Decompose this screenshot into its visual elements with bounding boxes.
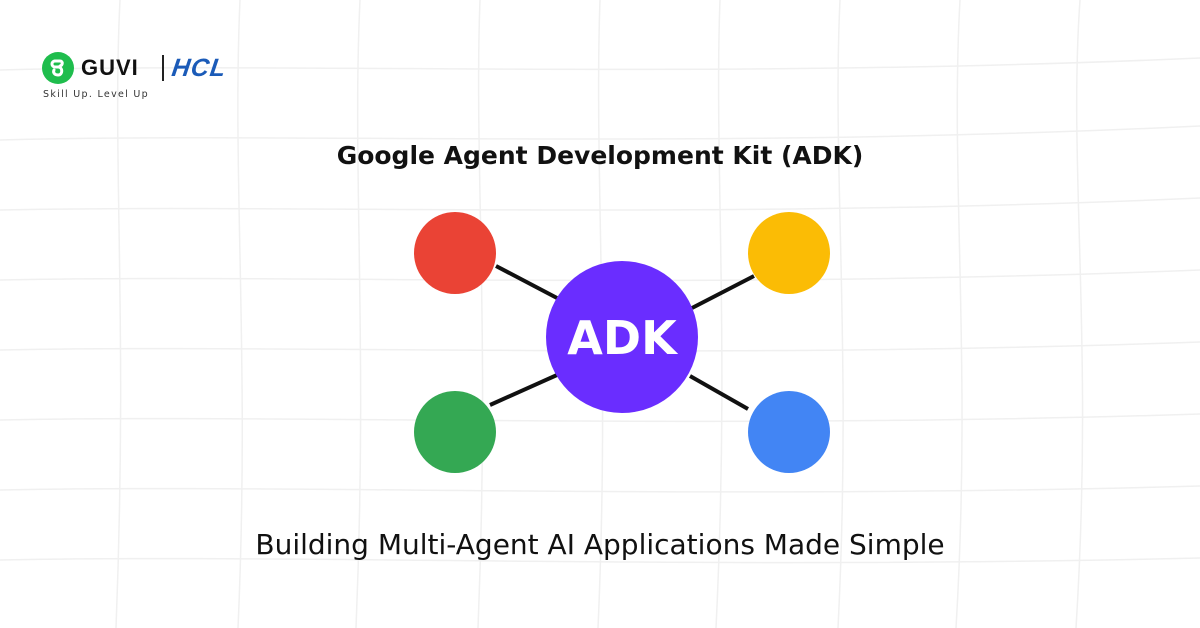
node-top-right bbox=[748, 212, 830, 294]
logo-tagline: Skill Up. Level Up bbox=[43, 89, 149, 100]
connector-top-left bbox=[495, 264, 558, 300]
connector-top-right bbox=[691, 274, 755, 310]
adk-hub-circle bbox=[546, 261, 698, 413]
node-bottom-left bbox=[414, 391, 496, 473]
connector-bottom-right bbox=[689, 374, 749, 411]
connector-group bbox=[489, 264, 755, 411]
guvi-badge-icon bbox=[42, 52, 74, 84]
page-title: Google Agent Development Kit (ADK) bbox=[336, 141, 864, 170]
adk-hub-label: ADK bbox=[567, 311, 679, 365]
guvi-wordmark: GUVI bbox=[81, 55, 139, 80]
guvi-hcl-logo: GUVI HCL Skill Up. Level Up bbox=[42, 52, 302, 102]
node-top-left bbox=[414, 212, 496, 294]
node-group bbox=[414, 212, 830, 473]
logo-divider bbox=[162, 55, 164, 81]
connector-bottom-left bbox=[489, 373, 558, 407]
node-bottom-right bbox=[748, 391, 830, 473]
page-subtitle: Building Multi-Agent AI Applications Mad… bbox=[255, 528, 945, 561]
